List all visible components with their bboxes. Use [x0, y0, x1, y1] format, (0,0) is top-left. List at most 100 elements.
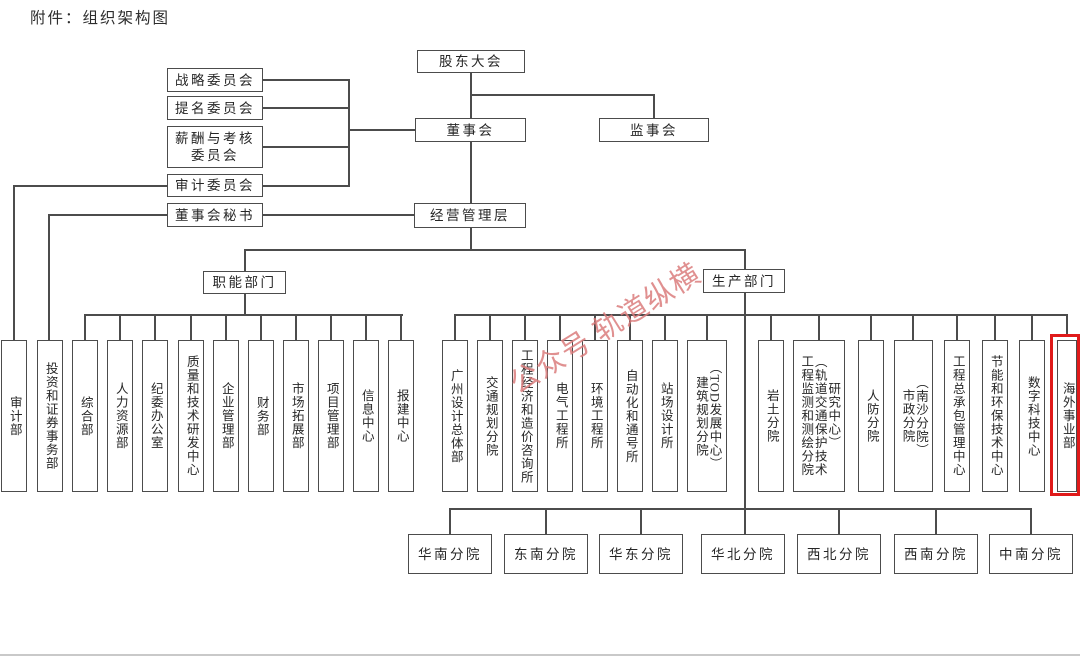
- connector-line: [629, 314, 631, 341]
- node-functional-dept-10-label: 信息中心: [359, 389, 374, 443]
- node-regional-branch-1: 东南分院: [504, 534, 588, 574]
- node-functional-dept-2-label: 综合部: [78, 395, 93, 437]
- highlight-box-overseas-dept: [1050, 334, 1080, 496]
- connector-line: [935, 508, 937, 535]
- connector-line: [449, 508, 1032, 510]
- connector-line: [449, 508, 451, 535]
- connector-line: [84, 314, 86, 341]
- node-shareholders-meeting: 股东大会: [417, 50, 525, 73]
- node-regional-branch-3: 华北分院: [701, 534, 785, 574]
- node-production-dept-7-label: 建筑规划分院 （TOD发展中心）: [694, 361, 722, 471]
- node-regional-branch-0: 华南分院: [408, 534, 492, 574]
- node-production-dept-1: 交通规划分院: [477, 340, 503, 492]
- node-functional-dept-4: 纪委办公室: [142, 340, 168, 492]
- connector-line: [956, 314, 958, 341]
- node-regional-branch-5: 西南分院: [894, 534, 978, 574]
- connector-line: [263, 107, 349, 109]
- connector-line: [594, 314, 596, 341]
- node-committee-3: 审计委员会: [167, 174, 263, 197]
- connector-line: [818, 314, 820, 341]
- node-committee-2: 薪酬与考核 委员会: [167, 126, 263, 168]
- node-functional-dept-1-label: 投资和证券事务部: [43, 362, 58, 470]
- node-production-dept-5-label: 自动化和通号所: [623, 368, 638, 464]
- node-functional-dept-9: 项目管理部: [318, 340, 344, 492]
- connector-line: [664, 314, 666, 341]
- node-production-dept-0-label: 广州设计总体部: [448, 368, 463, 464]
- connector-line: [912, 314, 914, 341]
- node-functional-dept-6-label: 企业管理部: [219, 382, 234, 450]
- connector-line: [260, 314, 262, 341]
- node-production-dept-3-label: 电气工程所: [553, 382, 568, 450]
- node-production-dept-4-label: 环境工程所: [588, 382, 603, 450]
- connector-line: [400, 314, 402, 341]
- node-functional-dept-4-label: 纪委办公室: [148, 382, 163, 450]
- node-production-dept-2-label: 工程经济和造价咨询所: [518, 348, 533, 484]
- connector-line: [744, 292, 746, 534]
- connector-line: [263, 214, 415, 216]
- node-functional-dept-5: 质量和技术研发中心: [178, 340, 204, 492]
- node-production-dept-13-label: 节能和环保技术中心: [988, 355, 1003, 477]
- node-production-dept-13: 节能和环保技术中心: [982, 340, 1008, 492]
- node-production-dept-6: 站场设计所: [652, 340, 678, 492]
- connector-line: [295, 314, 297, 341]
- connector-line: [489, 314, 491, 341]
- node-production-dept-15-label: 海外事业部: [1060, 382, 1075, 450]
- node-production-dept-8-label: 岩土分院: [764, 389, 779, 443]
- node-production-departments-header: 生产部门: [703, 269, 785, 293]
- connector-line: [470, 142, 472, 204]
- node-functional-dept-0-label: 审计部: [7, 395, 22, 437]
- node-functional-dept-10: 信息中心: [353, 340, 379, 492]
- node-functional-dept-2: 综合部: [72, 340, 98, 492]
- node-regional-branch-2: 华东分院: [599, 534, 683, 574]
- node-committee-4: 董事会秘书: [167, 203, 263, 227]
- document-title: 附件：组织架构图: [30, 10, 171, 27]
- connector-line: [838, 508, 840, 535]
- connector-line: [154, 314, 156, 341]
- connector-line: [524, 314, 526, 341]
- node-production-dept-15: 海外事业部: [1057, 340, 1077, 492]
- node-production-dept-4: 环境工程所: [582, 340, 608, 492]
- connector-line: [994, 314, 996, 341]
- node-functional-dept-6: 企业管理部: [213, 340, 239, 492]
- connector-line: [706, 314, 708, 341]
- node-functional-dept-11-label: 报建中心: [394, 389, 409, 443]
- connector-line: [348, 79, 350, 187]
- node-committee-0: 战略委员会: [167, 68, 263, 92]
- node-board-of-directors: 董事会: [415, 118, 526, 142]
- node-production-dept-14-label: 数字科技中心: [1025, 375, 1040, 457]
- connector-line: [365, 314, 367, 341]
- connector-line: [119, 314, 121, 341]
- node-supervisory-board: 监事会: [599, 118, 709, 142]
- connector-line: [653, 94, 655, 119]
- node-functional-dept-8-label: 市场拓展部: [289, 382, 304, 450]
- node-functional-dept-5-label: 质量和技术研发中心: [184, 355, 199, 477]
- node-production-dept-7: 建筑规划分院 （TOD发展中心）: [687, 340, 727, 492]
- connector-line: [545, 508, 547, 535]
- connector-line: [13, 185, 167, 187]
- node-production-dept-6-label: 站场设计所: [658, 382, 673, 450]
- connector-line: [13, 185, 15, 340]
- connector-line: [263, 146, 349, 148]
- connector-line: [640, 508, 642, 535]
- connector-line: [348, 129, 416, 131]
- node-production-dept-11: 市政分院 （南沙分院）: [894, 340, 933, 492]
- connector-line: [744, 249, 746, 270]
- node-functional-departments-header: 职能部门: [203, 271, 286, 294]
- node-functional-dept-9-label: 项目管理部: [324, 382, 339, 450]
- connector-line: [1031, 314, 1033, 341]
- node-regional-branch-4: 西北分院: [797, 534, 881, 574]
- connector-line: [84, 314, 403, 316]
- connector-line: [454, 314, 456, 341]
- node-production-dept-11-label: 市政分院 （南沙分院）: [900, 375, 929, 457]
- node-functional-dept-0: 审计部: [1, 340, 27, 492]
- node-production-dept-10: 人防分院: [858, 340, 884, 492]
- node-production-dept-9: 工程监测和测绘分院 （轨道交通保护技术 研究中心）: [793, 340, 845, 492]
- connector-line: [470, 227, 472, 250]
- connector-line: [244, 249, 746, 251]
- connector-line: [470, 73, 472, 119]
- node-functional-dept-8: 市场拓展部: [283, 340, 309, 492]
- connector-line: [263, 185, 349, 187]
- node-production-dept-2: 工程经济和造价咨询所: [512, 340, 538, 492]
- node-production-dept-1-label: 交通规划分院: [483, 375, 498, 457]
